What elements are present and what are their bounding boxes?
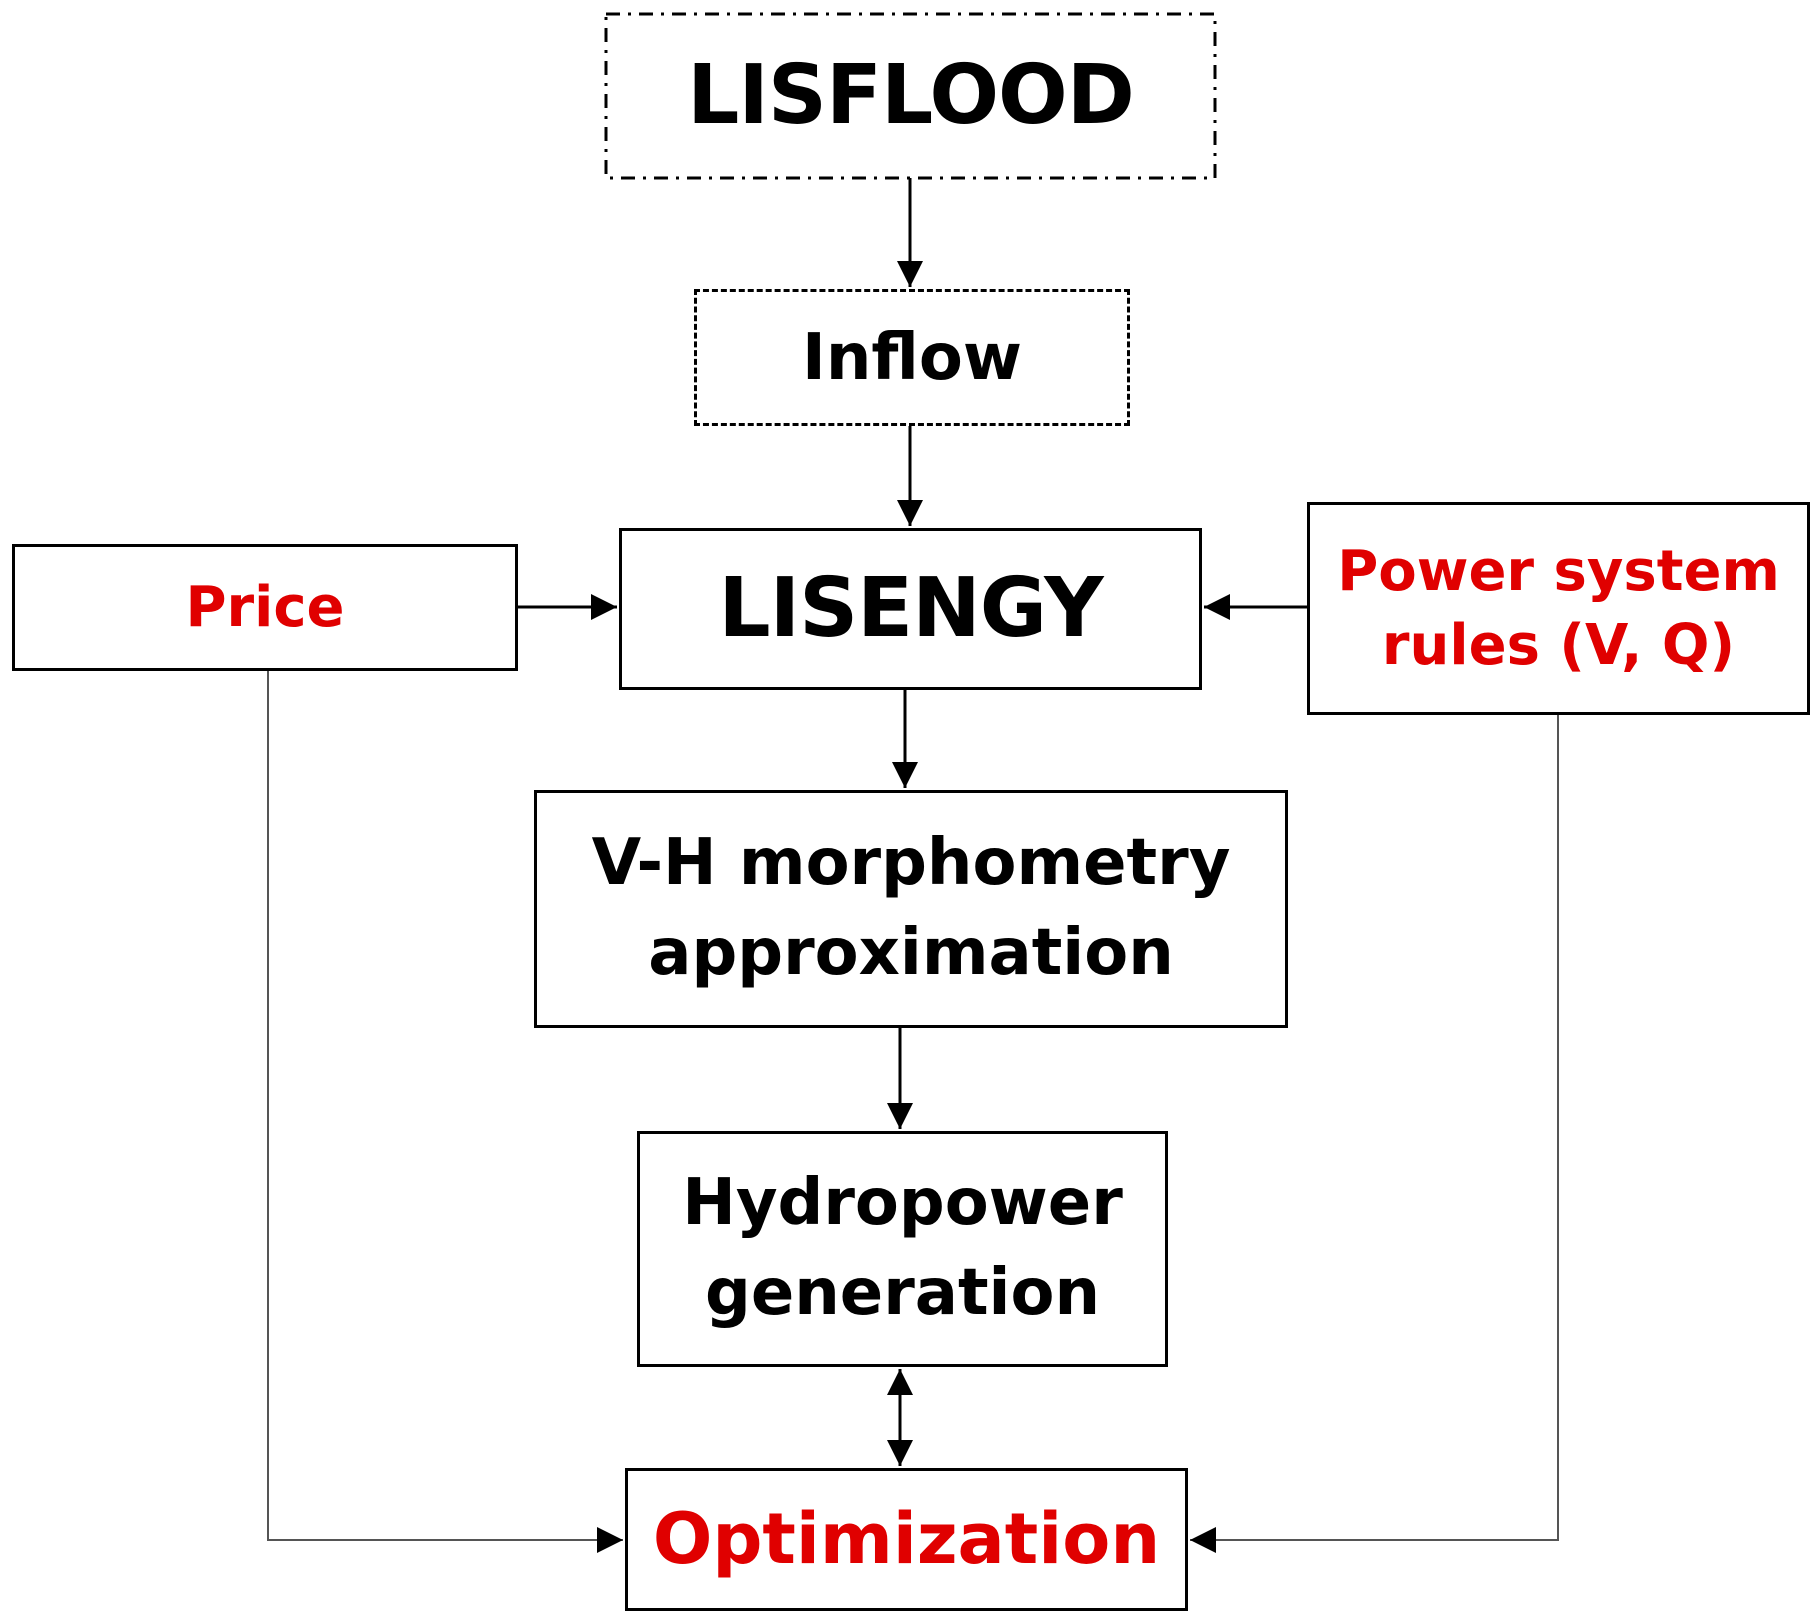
node-optimization: Optimization	[625, 1468, 1188, 1611]
edge-rules-optimization	[1190, 715, 1559, 1553]
node-vh-morphometry-label: V-H morphometry approximation	[591, 826, 1231, 990]
node-hydropower-generation: Hydropower generation	[637, 1131, 1168, 1367]
node-lisengy-label: LISENGY	[718, 560, 1103, 656]
node-hydropower-generation-label: Hydropower generation	[682, 1166, 1123, 1330]
node-lisengy: LISENGY	[619, 528, 1202, 690]
node-inflow: Inflow	[694, 289, 1130, 426]
node-price: Price	[12, 544, 518, 671]
node-lisflood: LISFLOOD	[606, 14, 1215, 178]
node-price-label: Price	[185, 574, 345, 640]
node-vh-morphometry: V-H morphometry approximation	[534, 790, 1288, 1028]
node-optimization-label: Optimization	[652, 1497, 1161, 1580]
edge-price-optimization	[267, 671, 623, 1553]
node-power-system-rules: Power system rules (V, Q)	[1307, 502, 1810, 715]
lisflood-border	[604, 12, 1217, 180]
node-inflow-label: Inflow	[802, 320, 1022, 395]
node-lisflood-label: LISFLOOD	[687, 47, 1135, 143]
node-power-system-rules-label: Power system rules (V, Q)	[1337, 538, 1780, 678]
